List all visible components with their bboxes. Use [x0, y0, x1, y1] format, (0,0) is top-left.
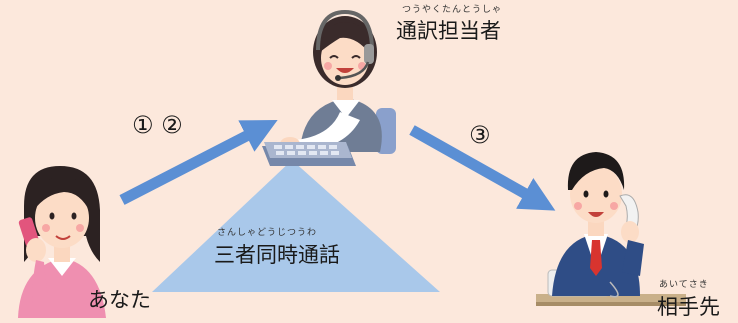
conference-reading: さんしゃどうじつうわ [217, 228, 318, 238]
businessman-on-phone-icon [536, 152, 686, 306]
interpreter-reading: つうやくたんとうしゃ [402, 5, 503, 15]
headset-operator-icon [262, 9, 396, 166]
step-one-two-label: ① ② [132, 111, 183, 139]
step-three-label: ③ [469, 121, 491, 149]
conference-triangle [152, 160, 440, 292]
partner-label: 相手先 [657, 295, 720, 319]
you-label: あなた [88, 288, 151, 312]
arrow-interpreter-to-partner [409, 125, 556, 211]
woman-on-phone-icon [18, 166, 106, 318]
interpreter-label: 通訳担当者 [396, 19, 501, 43]
partner-reading: あいてさき [659, 280, 709, 290]
arrow-you-to-interpreter [119, 119, 278, 205]
conference-label: 三者同時通話 [214, 243, 340, 267]
